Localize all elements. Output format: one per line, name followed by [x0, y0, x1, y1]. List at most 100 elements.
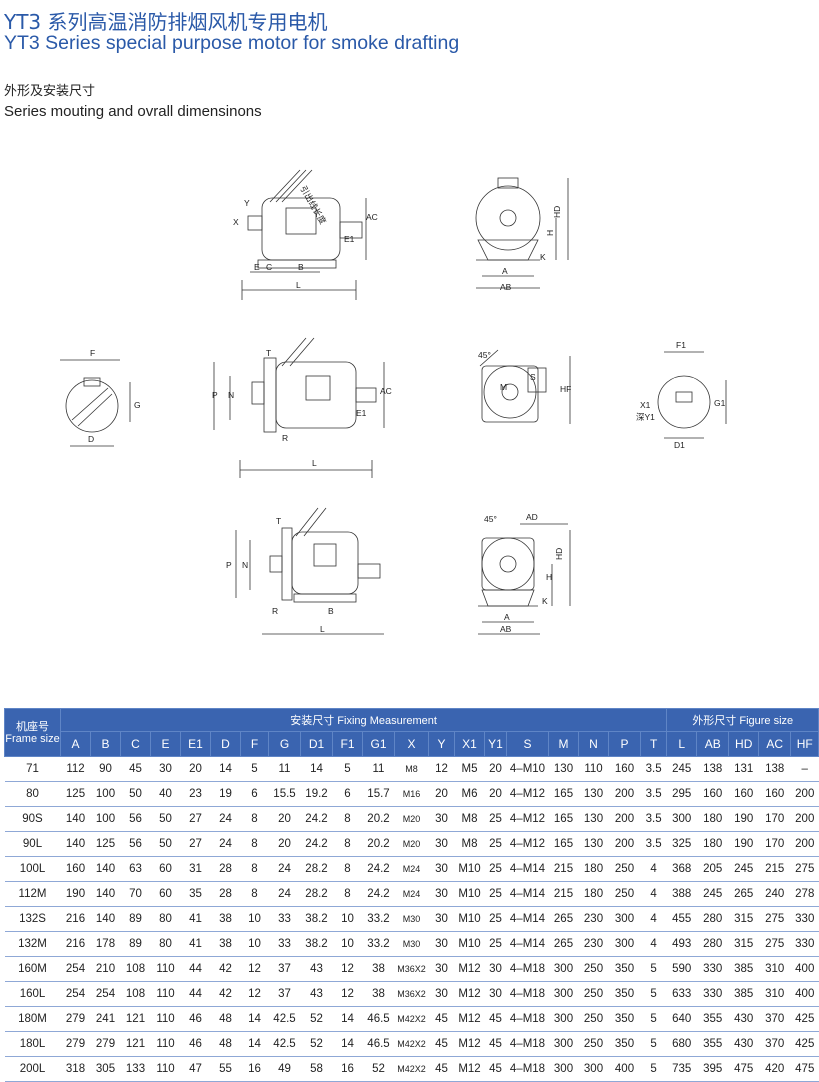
table-cell: 15.5 [268, 781, 301, 807]
dim-label-n: N [228, 390, 234, 400]
table-cell: 27 [180, 806, 211, 832]
table-cell: 250 [578, 1006, 609, 1032]
dim-label-angle2: 45° [484, 514, 497, 524]
drawing-foot-end-view [475, 177, 569, 289]
table-cell: 4–M10 [506, 756, 549, 782]
table-cell: 35 [180, 881, 211, 907]
table-cell: 38 [210, 931, 241, 957]
table-cell: 4–M12 [506, 781, 549, 807]
column-header: AC [758, 731, 792, 757]
table-cell: 3.5 [640, 756, 667, 782]
table-cell: 300 [548, 1006, 579, 1032]
table-cell: 245 [696, 881, 729, 907]
column-header: X1 [454, 731, 485, 757]
table-cell: 475 [728, 1056, 759, 1082]
table-cell: 41 [180, 906, 211, 932]
table-cell: 25 [484, 856, 507, 882]
table-cell: 4–M18 [506, 1006, 549, 1032]
table-cell: 110 [578, 756, 609, 782]
table-cell: 250 [608, 856, 641, 882]
column-header: T [639, 731, 668, 757]
table-cell: 310 [758, 956, 791, 982]
table-cell: 420 [758, 1056, 791, 1082]
dim-label-g1: G1 [714, 398, 726, 408]
dim-label-k2: K [542, 596, 548, 606]
table-cell: 355 [696, 1006, 729, 1032]
table-cell: M6 [454, 781, 485, 807]
table-cell: 20.2 [362, 831, 395, 857]
table-cell: 250 [578, 956, 609, 982]
table-cell: 89 [120, 931, 151, 957]
table-cell: 31 [180, 856, 211, 882]
table-cell: 230 [578, 906, 609, 932]
table-cell: 205 [696, 856, 729, 882]
table-cell: 30 [428, 956, 455, 982]
table-cell: 56 [120, 831, 151, 857]
table-cell: 23 [180, 781, 211, 807]
table-cell: 5 [332, 756, 363, 782]
table-cell: 38 [362, 981, 395, 1007]
table-cell: 279 [90, 1031, 121, 1057]
dim-label-ad: AD [526, 512, 538, 522]
table-cell: 41 [180, 931, 211, 957]
table-cell: 138 [758, 756, 791, 782]
frame-size-cell: 90S [4, 806, 61, 832]
table-cell: 19 [210, 781, 241, 807]
table-cell: 210 [90, 956, 121, 982]
dim-label-e1-2: E1 [356, 408, 367, 418]
frame-size-cell: 160M [4, 956, 61, 982]
column-header: S [506, 731, 549, 757]
table-cell: 180 [696, 806, 729, 832]
table-cell: 80 [150, 931, 181, 957]
column-header: B [90, 731, 121, 757]
table-cell: M8 [394, 756, 429, 782]
table-cell: 4–M18 [506, 1031, 549, 1057]
table-cell: M8 [454, 806, 485, 832]
table-cell: 265 [548, 906, 579, 932]
dim-label-x: X [233, 217, 239, 227]
table-cell: 200 [608, 806, 641, 832]
table-cell: 28.2 [300, 881, 333, 907]
table-cell: 300 [608, 931, 641, 957]
frame-size-cell: 80 [4, 781, 61, 807]
table-cell: 30 [428, 931, 455, 957]
table-cell: 24.2 [362, 881, 395, 907]
frame-header-en: Frame size [5, 732, 60, 745]
table-cell: 216 [60, 906, 91, 932]
table-cell: 254 [60, 981, 91, 1007]
table-cell: 112 [60, 756, 91, 782]
table-cell: 45 [428, 1056, 455, 1082]
column-header: Y [428, 731, 455, 757]
table-cell: 25 [484, 831, 507, 857]
table-cell: 140 [90, 906, 121, 932]
table-cell: 275 [758, 906, 791, 932]
table-cell: 280 [696, 931, 729, 957]
dim-label-b: B [298, 262, 304, 272]
table-cell: 90 [90, 756, 121, 782]
table-cell: 230 [578, 931, 609, 957]
table-cell: 20.2 [362, 806, 395, 832]
drawing-flange-side-view [213, 337, 385, 478]
column-header: D1 [300, 731, 333, 757]
table-cell: 14 [240, 1031, 269, 1057]
table-cell: 42.5 [268, 1006, 301, 1032]
table-cell: 130 [548, 756, 579, 782]
table-cell: M24 [394, 856, 429, 882]
table-cell: 180 [578, 856, 609, 882]
dim-label-hf: HF [560, 384, 571, 394]
table-cell: 241 [90, 1006, 121, 1032]
table-cell: 160 [60, 856, 91, 882]
table-cell: 178 [90, 931, 121, 957]
table-cell: 16 [240, 1056, 269, 1082]
table-cell: 52 [300, 1031, 333, 1057]
table-cell: 19.2 [300, 781, 333, 807]
table-cell: 590 [666, 956, 697, 982]
table-cell: 278 [790, 881, 819, 907]
table-cell: 14 [332, 1006, 363, 1032]
table-cell: 455 [666, 906, 697, 932]
page-title-cn: YT3 系列高温消防排烟风机专用电机 [4, 10, 328, 34]
dim-label-h2: H [546, 572, 552, 582]
table-cell: 216 [60, 931, 91, 957]
